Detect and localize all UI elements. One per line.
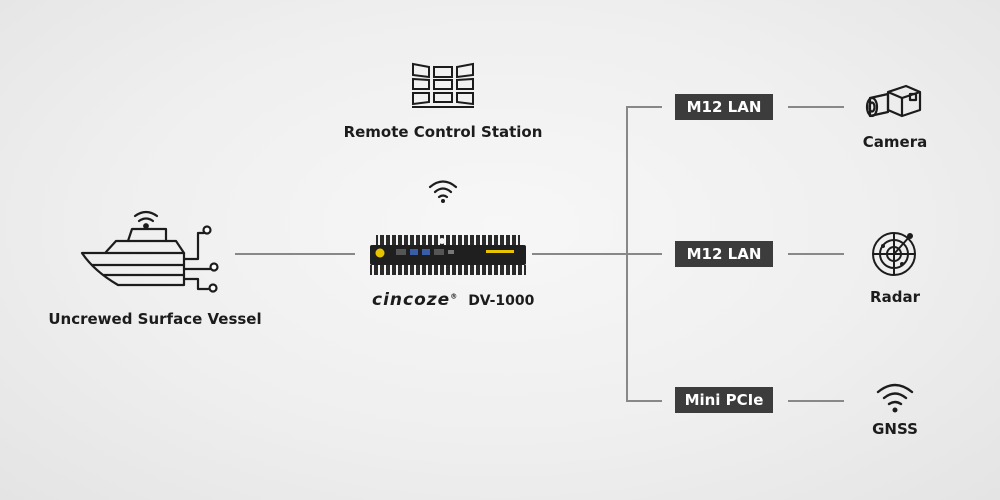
bus-to-camera-line [626, 106, 662, 108]
camera-interface-badge: M12 LAN [675, 94, 773, 120]
camera-interface-line [788, 106, 844, 108]
wifi-icon [428, 180, 458, 203]
radar-interface-line [788, 253, 844, 255]
gnss-interface-line [788, 400, 844, 402]
device-model-label: DV-1000 [468, 293, 535, 309]
remote-station-label: Remote Control Station [343, 123, 543, 141]
bus-to-radar-line [626, 253, 662, 255]
trademark-mark: ® [450, 292, 459, 301]
device-to-bus-line [532, 253, 627, 255]
vessel-label: Uncrewed Surface Vessel [48, 310, 262, 328]
camera-icon [865, 84, 922, 118]
gnss-label: GNSS [872, 420, 918, 438]
radar-icon [872, 232, 916, 276]
radar-interface-badge: M12 LAN [675, 241, 773, 267]
gnss-signal-icon [876, 383, 914, 413]
vessel-to-device-line [235, 253, 355, 255]
video-wall-icon [412, 62, 474, 108]
radar-label: Radar [870, 288, 920, 306]
device-brand-row: cincoze® DV-1000 [372, 290, 534, 310]
dv1000-computer-image [370, 235, 526, 275]
cincoze-logo: cincoze® [372, 290, 458, 310]
bus-to-gnss-line [626, 400, 662, 402]
camera-label: Camera [862, 133, 928, 151]
gnss-interface-badge: Mini PCIe [675, 387, 773, 413]
brand-name: cincoze [372, 290, 451, 310]
vessel-icon [80, 210, 219, 293]
